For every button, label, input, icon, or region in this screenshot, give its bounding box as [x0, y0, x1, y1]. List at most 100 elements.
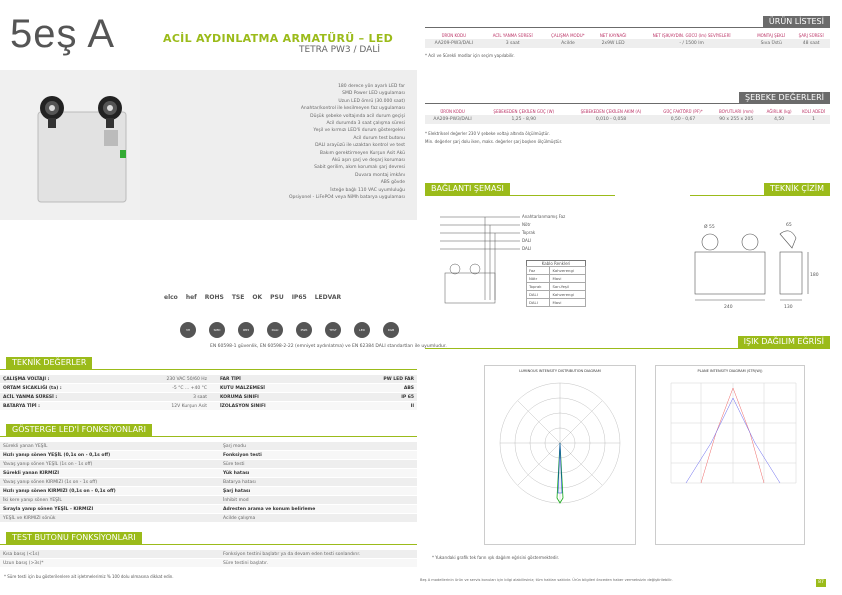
feature-item: İsteğe bağlı 110 VAC uyumluluğu [330, 187, 405, 193]
urun-listesi-col-0: ÜRÜN KODU [441, 33, 467, 38]
cert-logo: elco [164, 294, 178, 301]
feature-badge-icon: LED [354, 322, 370, 338]
urun-listesi-cell-1: 3 saat [482, 39, 543, 48]
test-note: * Süre testi için bu gösterilenlere ait … [4, 574, 174, 579]
dim-65: 65 [786, 222, 792, 228]
teknik-section: TEKNİK DEĞERLER ÇALIŞMA VOLTAJI :230 VAC… [0, 357, 417, 411]
feature-item: 180 derece yön ayarlı LED far [338, 84, 405, 89]
test-section: TEST BUTONU FONKSİYONLARI Kısa basış (<1… [0, 532, 417, 579]
cert-logo: hef [185, 294, 197, 301]
urun-listesi-col-2: ÇALIŞMA MODU* [551, 33, 585, 38]
feature-item: Akü aşırı şarj ve deşarj koruması [331, 158, 405, 164]
baglanti-section: BAĞLANTI ŞEMASI [425, 183, 615, 196]
feature-badge-icon: PWR [296, 322, 312, 338]
sebeke-cell-0: AA209-PW3/DALI [425, 115, 481, 124]
feature-badge-icon: SMD [209, 322, 225, 338]
teknik-cizim-header: TEKNİK ÇİZİM [763, 183, 830, 195]
teknik-cizim-section: TEKNİK ÇİZİM [690, 183, 830, 196]
sebeke-cell-6: 1 [797, 115, 830, 124]
test-header: TEST BUTONU FONKSİYONLARI [6, 532, 142, 544]
sebeke-header: ŞEBEKE DEĞERLERİ [739, 92, 830, 104]
cert-logo: IP65 [291, 294, 307, 301]
sebeke-note-1: * Elektriksel değerler 230 V şebeke volt… [425, 131, 550, 136]
feature-item: Bakım gerektirmeyen Kurşun Asit Akü [319, 150, 405, 156]
feature-item: SMD Power LED uygulaması [342, 91, 405, 97]
sebeke-note-2: Min. değerler şarj dolu iken, maks. değe… [425, 139, 563, 144]
polar-diagram: LUMINOUS INTENSITY DISTRIBUTION DIAGRAM [484, 365, 636, 545]
feature-badge-icon: TEST [325, 322, 341, 338]
feature-item: Acil durumda 3 saat çalışma süresi [326, 121, 405, 127]
sebeke-cell-3: 0,50 - 0,67 [654, 115, 712, 124]
page-number: 87 [816, 579, 826, 587]
sebeke-col-6: KOLİ ADEDİ [802, 109, 825, 114]
gosterge-header: GÖSTERGE LED'İ FONKSİYONLARI [6, 424, 152, 436]
wire-label-3: DALI [522, 238, 531, 243]
feature-item: Düşük şebeke voltajında acil durum geçiş… [310, 113, 405, 119]
urun-listesi-cell-2: Acilde [542, 39, 594, 48]
cert-logo: OK [252, 294, 263, 301]
isik-note: * Yukarıdaki grafik tek farın ışık dağıl… [432, 555, 560, 560]
urun-listesi-cell-3: 2x9W LED [593, 39, 634, 48]
sebeke-col-5: AĞIRLIK (kg) [766, 109, 792, 114]
brand-logo: 5eş A [10, 12, 116, 56]
sebeke-cell-4: 90 x 255 x 205 [711, 115, 762, 124]
urun-listesi-col-1: ACİL YANMA SÜRESİ [492, 33, 533, 38]
dim-180: 180 [810, 272, 819, 278]
wire-label-0: Anahtarlanmamış Faz [522, 214, 565, 219]
product-photo [0, 70, 140, 220]
feature-badge-icon: 3H [180, 322, 196, 338]
sebeke-cell-1: 1,25 - 8,90 [480, 115, 568, 124]
wire-label-4: DALI [522, 246, 531, 251]
urun-listesi-note: * Acil ve Sürekli modlar için seçim yapı… [425, 53, 515, 58]
urun-listesi-section: ÜRÜN LİSTESİ ÜRÜN KODU ACİL YANMA SÜRESİ Ç… [425, 16, 830, 58]
product-subtitle: TETRA PW3 / DALİ [299, 45, 380, 55]
urun-listesi-cell-5: Sıva Üstü [750, 39, 793, 48]
feature-item: Yeşil ve kırmızı LED'li durum göstergele… [313, 128, 405, 134]
feature-item: Opsiyonel - LiFePO4 veya NiMh batarya uy… [288, 195, 405, 201]
gosterge-section: GÖSTERGE LED'İ FONKSİYONLARI Sürekli yan… [0, 424, 417, 523]
gosterge-row: Yavaş yanıp sönen KIRMIZI (1s on - 1s of… [0, 477, 417, 487]
standards-note: EN 60598-1 güvenlik, EN 60598-2-22 (emni… [210, 344, 447, 349]
dim-130: 130 [784, 304, 793, 310]
wire-label-1: Nötr [522, 222, 531, 227]
gosterge-row: Yavaş yanıp sönen YEŞİL (1s on - 1s off)… [0, 459, 417, 469]
urun-listesi-cell-4: - / 1500 lm [633, 39, 751, 48]
product-title: ACİL AYDINLATMA ARMATÜRÜ – LED [163, 32, 394, 45]
urun-listesi-col-4: NET IŞIK/AYDIN. GÜCÜ (lm) SEVİYELERİ [652, 33, 731, 38]
sebeke-cell-2: 0,010 - 0,058 [567, 115, 655, 124]
sebeke-col-2: ŞEBEKEDEN ÇEKİLEN AKIM (A) [580, 109, 642, 114]
footer: Beş A modellerinin ürün ve servis konula… [420, 578, 673, 582]
gosterge-row: Hızlı yanıp sönen KIRMIZI (0,1s on - 0,1… [0, 486, 417, 496]
sebeke-col-0: ÜRÜN KODU [440, 109, 465, 114]
sebeke-col-4: BOYUTLARI (mm) [718, 109, 754, 114]
feature-item: Duvara montaj imkânı [355, 172, 405, 178]
test-row: Uzun basış (>3s)*Süre testini başlatır. [0, 558, 417, 568]
feature-item: ABS gövde [380, 180, 405, 186]
sebeke-cell-5: 4,50 [761, 115, 798, 124]
urun-listesi-header: ÜRÜN LİSTESİ [762, 16, 830, 28]
gosterge-row: Hızlı yanıp sönen YEŞİL (0,1s on - 0,1s … [0, 450, 417, 460]
cert-logo: PSU [270, 294, 284, 301]
cert-logo: TSE [231, 294, 245, 301]
feature-item: Acil durum test butonu [353, 135, 405, 141]
feature-badge-icon: DALI [267, 322, 283, 338]
sebeke-section: ŞEBEKE DEĞERLERİ ÜRÜN KODU ŞEBEKEDEN ÇEKİ… [425, 92, 830, 144]
cert-logo: ROHS [204, 294, 224, 301]
feature-item: Uzun LED ömrü (30.000 saat) [338, 98, 405, 104]
urun-listesi-col-3: NET KAYNAĞI [599, 33, 627, 38]
feature-item: DALI arayüzü ile uzaktan kontrol ve test [315, 143, 405, 149]
wire-label-2: Toprak [521, 230, 536, 235]
